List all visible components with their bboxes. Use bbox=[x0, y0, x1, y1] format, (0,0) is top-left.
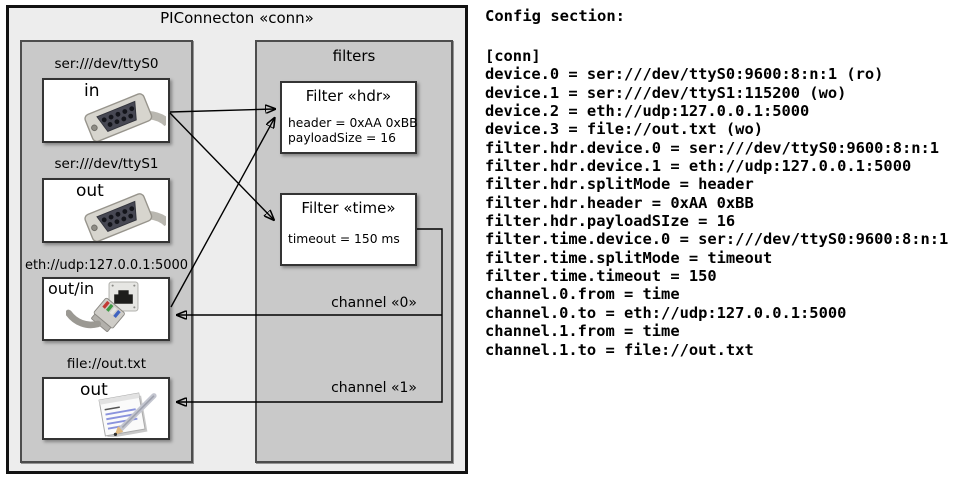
filters-panel-label: filters bbox=[332, 47, 376, 65]
device-box-file: out bbox=[42, 377, 170, 440]
device-label-file: file://out.txt bbox=[66, 356, 147, 372]
device-port-label: out bbox=[76, 181, 104, 201]
ethernet-socket-icon bbox=[108, 281, 139, 312]
serial-connector-icon bbox=[84, 193, 166, 241]
device-box-eth: out/in bbox=[42, 277, 170, 341]
filter-time-properties: timeout = 150 ms bbox=[288, 232, 400, 246]
config-section-heading: Config section: bbox=[485, 7, 625, 25]
channel-0-label: channel «0» bbox=[331, 295, 417, 311]
filter-time-title: Filter «time» bbox=[301, 199, 396, 217]
device-label-ttys1: ser:///dev/ttyS1 bbox=[54, 156, 159, 172]
device-box-ttys0: in bbox=[42, 78, 170, 143]
device-port-label: in bbox=[84, 81, 100, 101]
device-port-label: out/in bbox=[48, 279, 95, 298]
serial-connector-icon bbox=[84, 93, 166, 141]
ethernet-plug-icon bbox=[66, 297, 125, 332]
notepad-pencil-icon bbox=[98, 392, 157, 437]
diagram-title: PIConnecton «conn» bbox=[160, 9, 314, 27]
device-box-ttys1: out bbox=[42, 178, 170, 243]
filter-time-box: Filter «time» timeout = 150 ms bbox=[280, 193, 417, 266]
device-label-ttys0: ser:///dev/ttyS0 bbox=[54, 56, 159, 72]
filter-hdr-title: Filter «hdr» bbox=[305, 87, 392, 105]
filter-hdr-box: Filter «hdr» header = 0xAA 0xBB payloadS… bbox=[280, 81, 418, 154]
device-port-label: out bbox=[80, 380, 108, 400]
config-section-body: [conn] device.0 = ser:///dev/ttyS0:9600:… bbox=[485, 47, 949, 359]
channel-1-label: channel «1» bbox=[331, 380, 417, 396]
filter-hdr-properties: header = 0xAA 0xBB payloadSize = 16 bbox=[288, 116, 418, 145]
device-label-eth: eth://udp:127.0.0.1:5000 bbox=[24, 258, 189, 273]
